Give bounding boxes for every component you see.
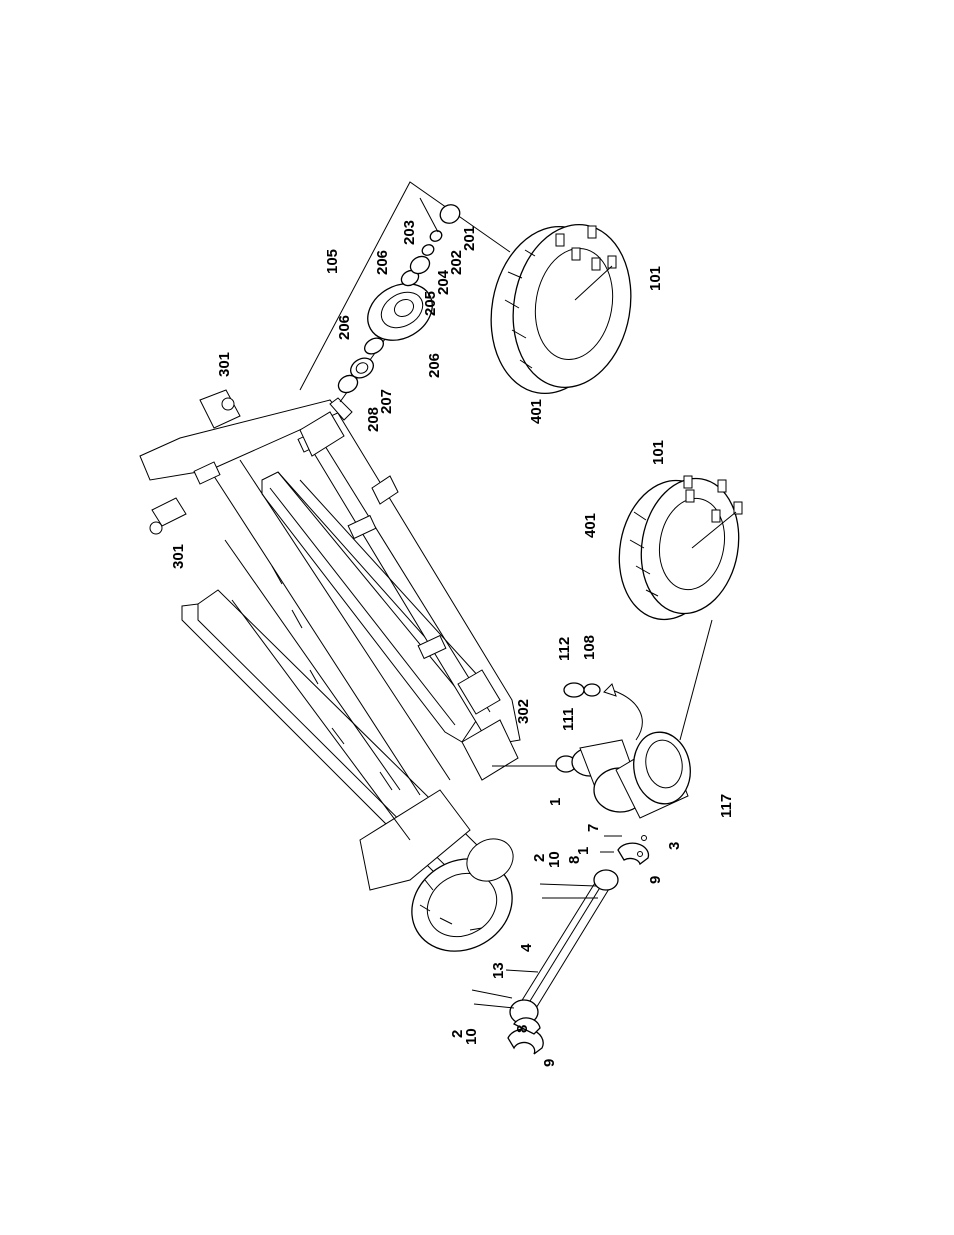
label-13: 13 xyxy=(490,962,507,979)
label-4: 4 xyxy=(518,943,535,952)
label-201: 201 xyxy=(461,226,478,251)
label-101-b: 101 xyxy=(650,440,667,465)
label-208: 208 xyxy=(365,407,382,432)
label-10-a: 10 xyxy=(546,851,563,868)
label-8-a: 8 xyxy=(566,856,583,864)
label-1-b: 1 xyxy=(575,847,592,855)
label-112: 112 xyxy=(556,637,573,661)
label-302: 302 xyxy=(515,699,532,724)
wheel-upper xyxy=(478,215,643,403)
label-117: 117 xyxy=(718,794,735,818)
spindle-assembly xyxy=(300,182,510,420)
label-206-b: 206 xyxy=(336,315,353,340)
chassis-frame xyxy=(140,390,520,890)
label-3: 3 xyxy=(666,842,683,850)
wheel-middle xyxy=(609,471,749,628)
label-9-a: 9 xyxy=(647,876,664,884)
label-301-a: 301 xyxy=(216,352,233,377)
label-8-b: 8 xyxy=(514,1025,531,1033)
label-205: 205 xyxy=(422,291,439,316)
label-301-b: 301 xyxy=(170,544,187,569)
label-101-a: 101 xyxy=(647,266,664,291)
label-206-c: 206 xyxy=(426,353,443,378)
label-108: 108 xyxy=(581,635,598,660)
label-7: 7 xyxy=(585,824,602,832)
label-401-a: 401 xyxy=(528,399,545,424)
label-10-b: 10 xyxy=(463,1028,480,1045)
label-1-a: 1 xyxy=(547,798,564,806)
label-111: 111 xyxy=(560,708,577,731)
label-9-b: 9 xyxy=(541,1059,558,1067)
label-203: 203 xyxy=(401,220,418,245)
label-206-a: 206 xyxy=(374,250,391,275)
label-105: 105 xyxy=(324,249,341,274)
label-401-b: 401 xyxy=(582,513,599,538)
